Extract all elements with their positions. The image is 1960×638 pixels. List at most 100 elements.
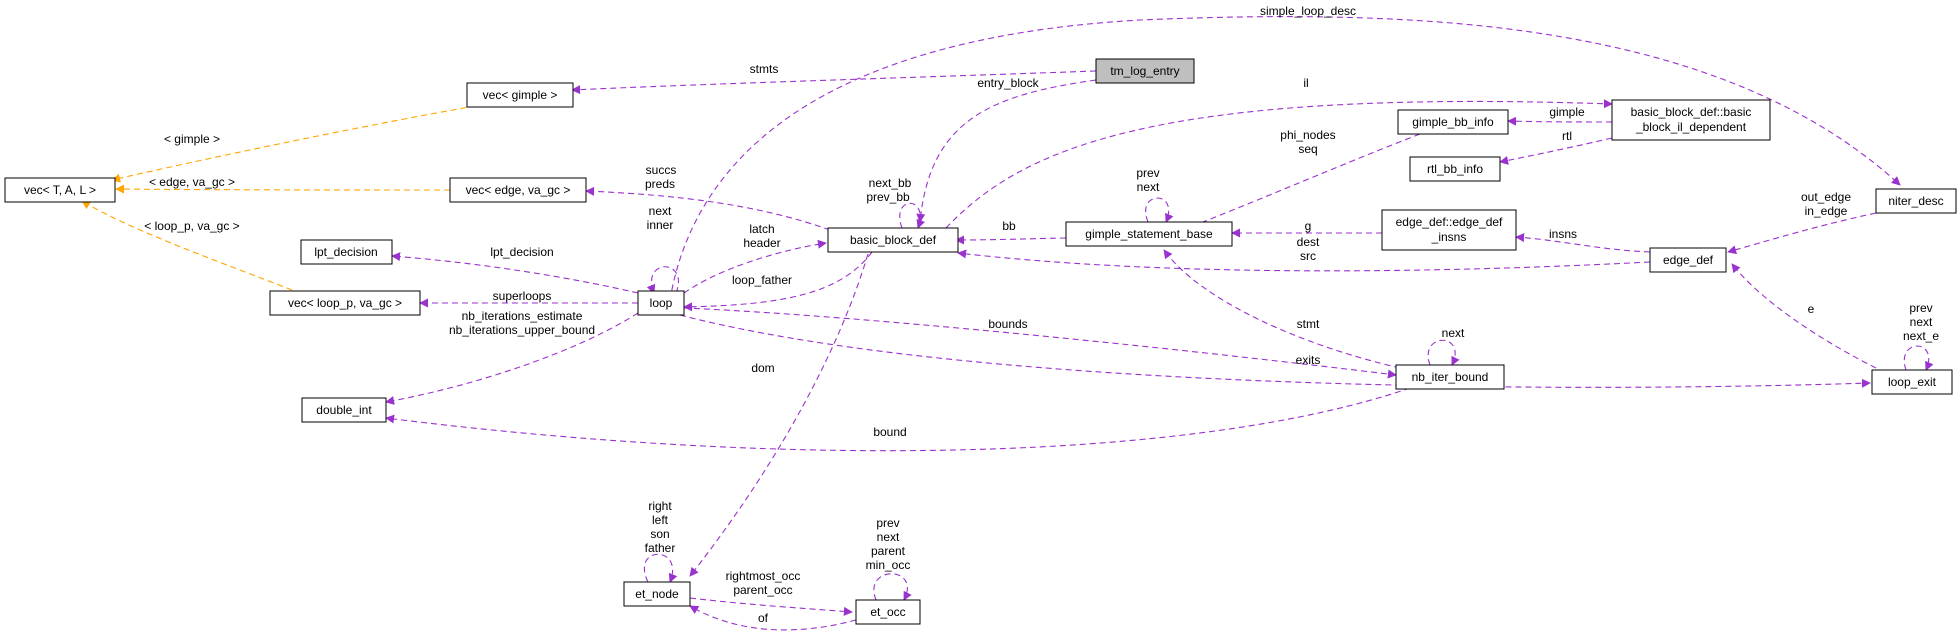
svg-text:gimple_bb_info: gimple_bb_info	[1412, 115, 1494, 129]
edge-bb	[955, 235, 1067, 245]
edge-bounds	[683, 307, 1397, 379]
label-rightmost-occ: rightmost_occ	[726, 569, 801, 583]
label-stmts: stmts	[750, 62, 779, 76]
node-loop-exit[interactable]: loop_exit	[1871, 369, 1953, 395]
node-edge-def-insns[interactable]: edge_def::edge_def _insns	[1381, 209, 1517, 251]
edge-vec-edge-template	[115, 184, 451, 194]
edge-loop-next-inner	[646, 266, 679, 294]
label-succs: succs	[646, 163, 677, 177]
label-exits: exits	[1296, 353, 1321, 367]
label-occ-parent: parent	[871, 544, 906, 558]
edge-dom	[689, 253, 869, 577]
label-nb-next: next	[1442, 326, 1465, 340]
label-g: g	[1305, 219, 1312, 233]
label-bounds: bounds	[988, 317, 1027, 331]
edge-vec-gimple-template	[111, 103, 487, 183]
edge-gsb-prev-next	[1145, 197, 1174, 223]
svg-text:tm_log_entry: tm_log_entry	[1110, 64, 1179, 78]
label-loop-p-va-gc: < loop_p, va_gc >	[144, 219, 239, 233]
label-inner: inner	[647, 218, 674, 232]
svg-text:nb_iter_bound: nb_iter_bound	[1412, 370, 1489, 384]
label-loop-father: loop_father	[732, 273, 792, 287]
svg-text:vec< edge, va_gc >: vec< edge, va_gc >	[466, 183, 571, 197]
svg-text:rtl_bb_info: rtl_bb_info	[1427, 162, 1483, 176]
svg-text:loop_exit: loop_exit	[1888, 375, 1937, 389]
label-next-bb: next_bb	[869, 176, 912, 190]
node-gimple-bb-info[interactable]: gimple_bb_info	[1397, 109, 1509, 135]
label-min-occ: min_occ	[866, 558, 911, 572]
svg-text:basic_block_def: basic_block_def	[850, 233, 937, 247]
label-entry-block: entry_block	[977, 76, 1039, 90]
edge-rtl	[1499, 137, 1613, 165]
label-occ-prev: prev	[876, 516, 899, 530]
node-tm-log-entry[interactable]: tm_log_entry	[1095, 58, 1195, 84]
svg-text:double_int: double_int	[316, 403, 372, 417]
node-double-int[interactable]: double_int	[301, 397, 387, 423]
node-et-node[interactable]: et_node	[623, 581, 691, 607]
node-edge-def[interactable]: edge_def	[1649, 247, 1727, 273]
label-seq: seq	[1298, 142, 1317, 156]
label-of: of	[758, 611, 769, 625]
label-loop-next: next	[649, 204, 672, 218]
label-next-e: next_e	[1903, 329, 1939, 343]
edge-lpt-decision	[391, 252, 639, 294]
edge-latch-header	[683, 239, 827, 294]
label-dom: dom	[751, 361, 774, 375]
label-gimple-lt: < gimple >	[164, 132, 220, 146]
edge-out-in-edge	[1727, 212, 1877, 255]
node-gimple-statement-base[interactable]: gimple_statement_base	[1065, 221, 1233, 247]
label-nb-iterations-estimate: nb_iterations_estimate	[462, 309, 583, 323]
label-simple-loop-desc: simple_loop_desc	[1260, 4, 1356, 18]
label-right: right	[648, 499, 672, 513]
edge-et-occ-self	[873, 573, 912, 601]
edge-e	[1731, 263, 1877, 369]
node-basic-block-def[interactable]: basic_block_def	[827, 227, 959, 253]
svg-text:_insns: _insns	[1431, 230, 1467, 244]
svg-text:et_node: et_node	[635, 587, 679, 601]
label-son: son	[650, 527, 669, 541]
edge-phi-nodes-seq	[1179, 133, 1421, 233]
edge-bound	[385, 387, 1411, 452]
label-src: src	[1300, 249, 1316, 263]
label-gsb-next: next	[1137, 180, 1160, 194]
svg-text:vec< T, A, L >: vec< T, A, L >	[24, 183, 96, 197]
node-vec-edge-va-gc[interactable]: vec< edge, va_gc >	[449, 177, 587, 203]
svg-text:gimple_statement_base: gimple_statement_base	[1085, 227, 1213, 241]
label-le-prev: prev	[1909, 301, 1932, 315]
label-bound: bound	[873, 425, 906, 439]
edge-il	[945, 99, 1613, 229]
label-father: father	[645, 541, 676, 555]
edge-exits	[679, 314, 1871, 388]
svg-text:vec< gimple >: vec< gimple >	[483, 88, 558, 102]
svg-text:basic_block_def::basic: basic_block_def::basic	[1631, 105, 1752, 119]
node-vec-loop-p-va-gc[interactable]: vec< loop_p, va_gc >	[269, 290, 421, 316]
svg-text:vec< loop_p, va_gc >: vec< loop_p, va_gc >	[288, 296, 402, 310]
node-vec-gimple[interactable]: vec< gimple >	[466, 82, 574, 108]
label-left: left	[652, 513, 669, 527]
svg-text:_block_il_dependent: _block_il_dependent	[1635, 120, 1747, 134]
node-niter-desc[interactable]: niter_desc	[1875, 188, 1957, 214]
node-loop[interactable]: loop	[637, 290, 685, 316]
edge-stmts	[571, 70, 1097, 95]
edge-gimple	[1507, 116, 1613, 126]
node-lpt-decision[interactable]: lpt_decision	[300, 239, 393, 265]
node-nb-iter-bound[interactable]: nb_iter_bound	[1395, 364, 1505, 390]
label-il: il	[1303, 76, 1308, 90]
label-gimple: gimple	[1549, 105, 1585, 119]
label-lpt-decision: lpt_decision	[490, 245, 553, 259]
node-basic-block-il-dependent[interactable]: basic_block_def::basic _block_il_depende…	[1611, 99, 1771, 141]
label-phi-nodes: phi_nodes	[1280, 128, 1335, 142]
node-et-occ[interactable]: et_occ	[855, 599, 921, 625]
label-out-edge: out_edge	[1801, 190, 1851, 204]
edge-rightmost-parent-occ	[689, 597, 853, 616]
svg-text:niter_desc: niter_desc	[1888, 194, 1943, 208]
svg-text:loop: loop	[650, 296, 673, 310]
edge-entry-block	[916, 79, 1097, 223]
edge-nb-iterations	[385, 312, 639, 405]
edge-insns	[1515, 233, 1651, 253]
node-rtl-bb-info[interactable]: rtl_bb_info	[1409, 156, 1501, 182]
edge-succs-preds	[585, 186, 831, 231]
label-nb-iterations-upper-bound: nb_iterations_upper_bound	[449, 323, 595, 337]
node-vec-t-a-l[interactable]: vec< T, A, L >	[4, 177, 116, 203]
